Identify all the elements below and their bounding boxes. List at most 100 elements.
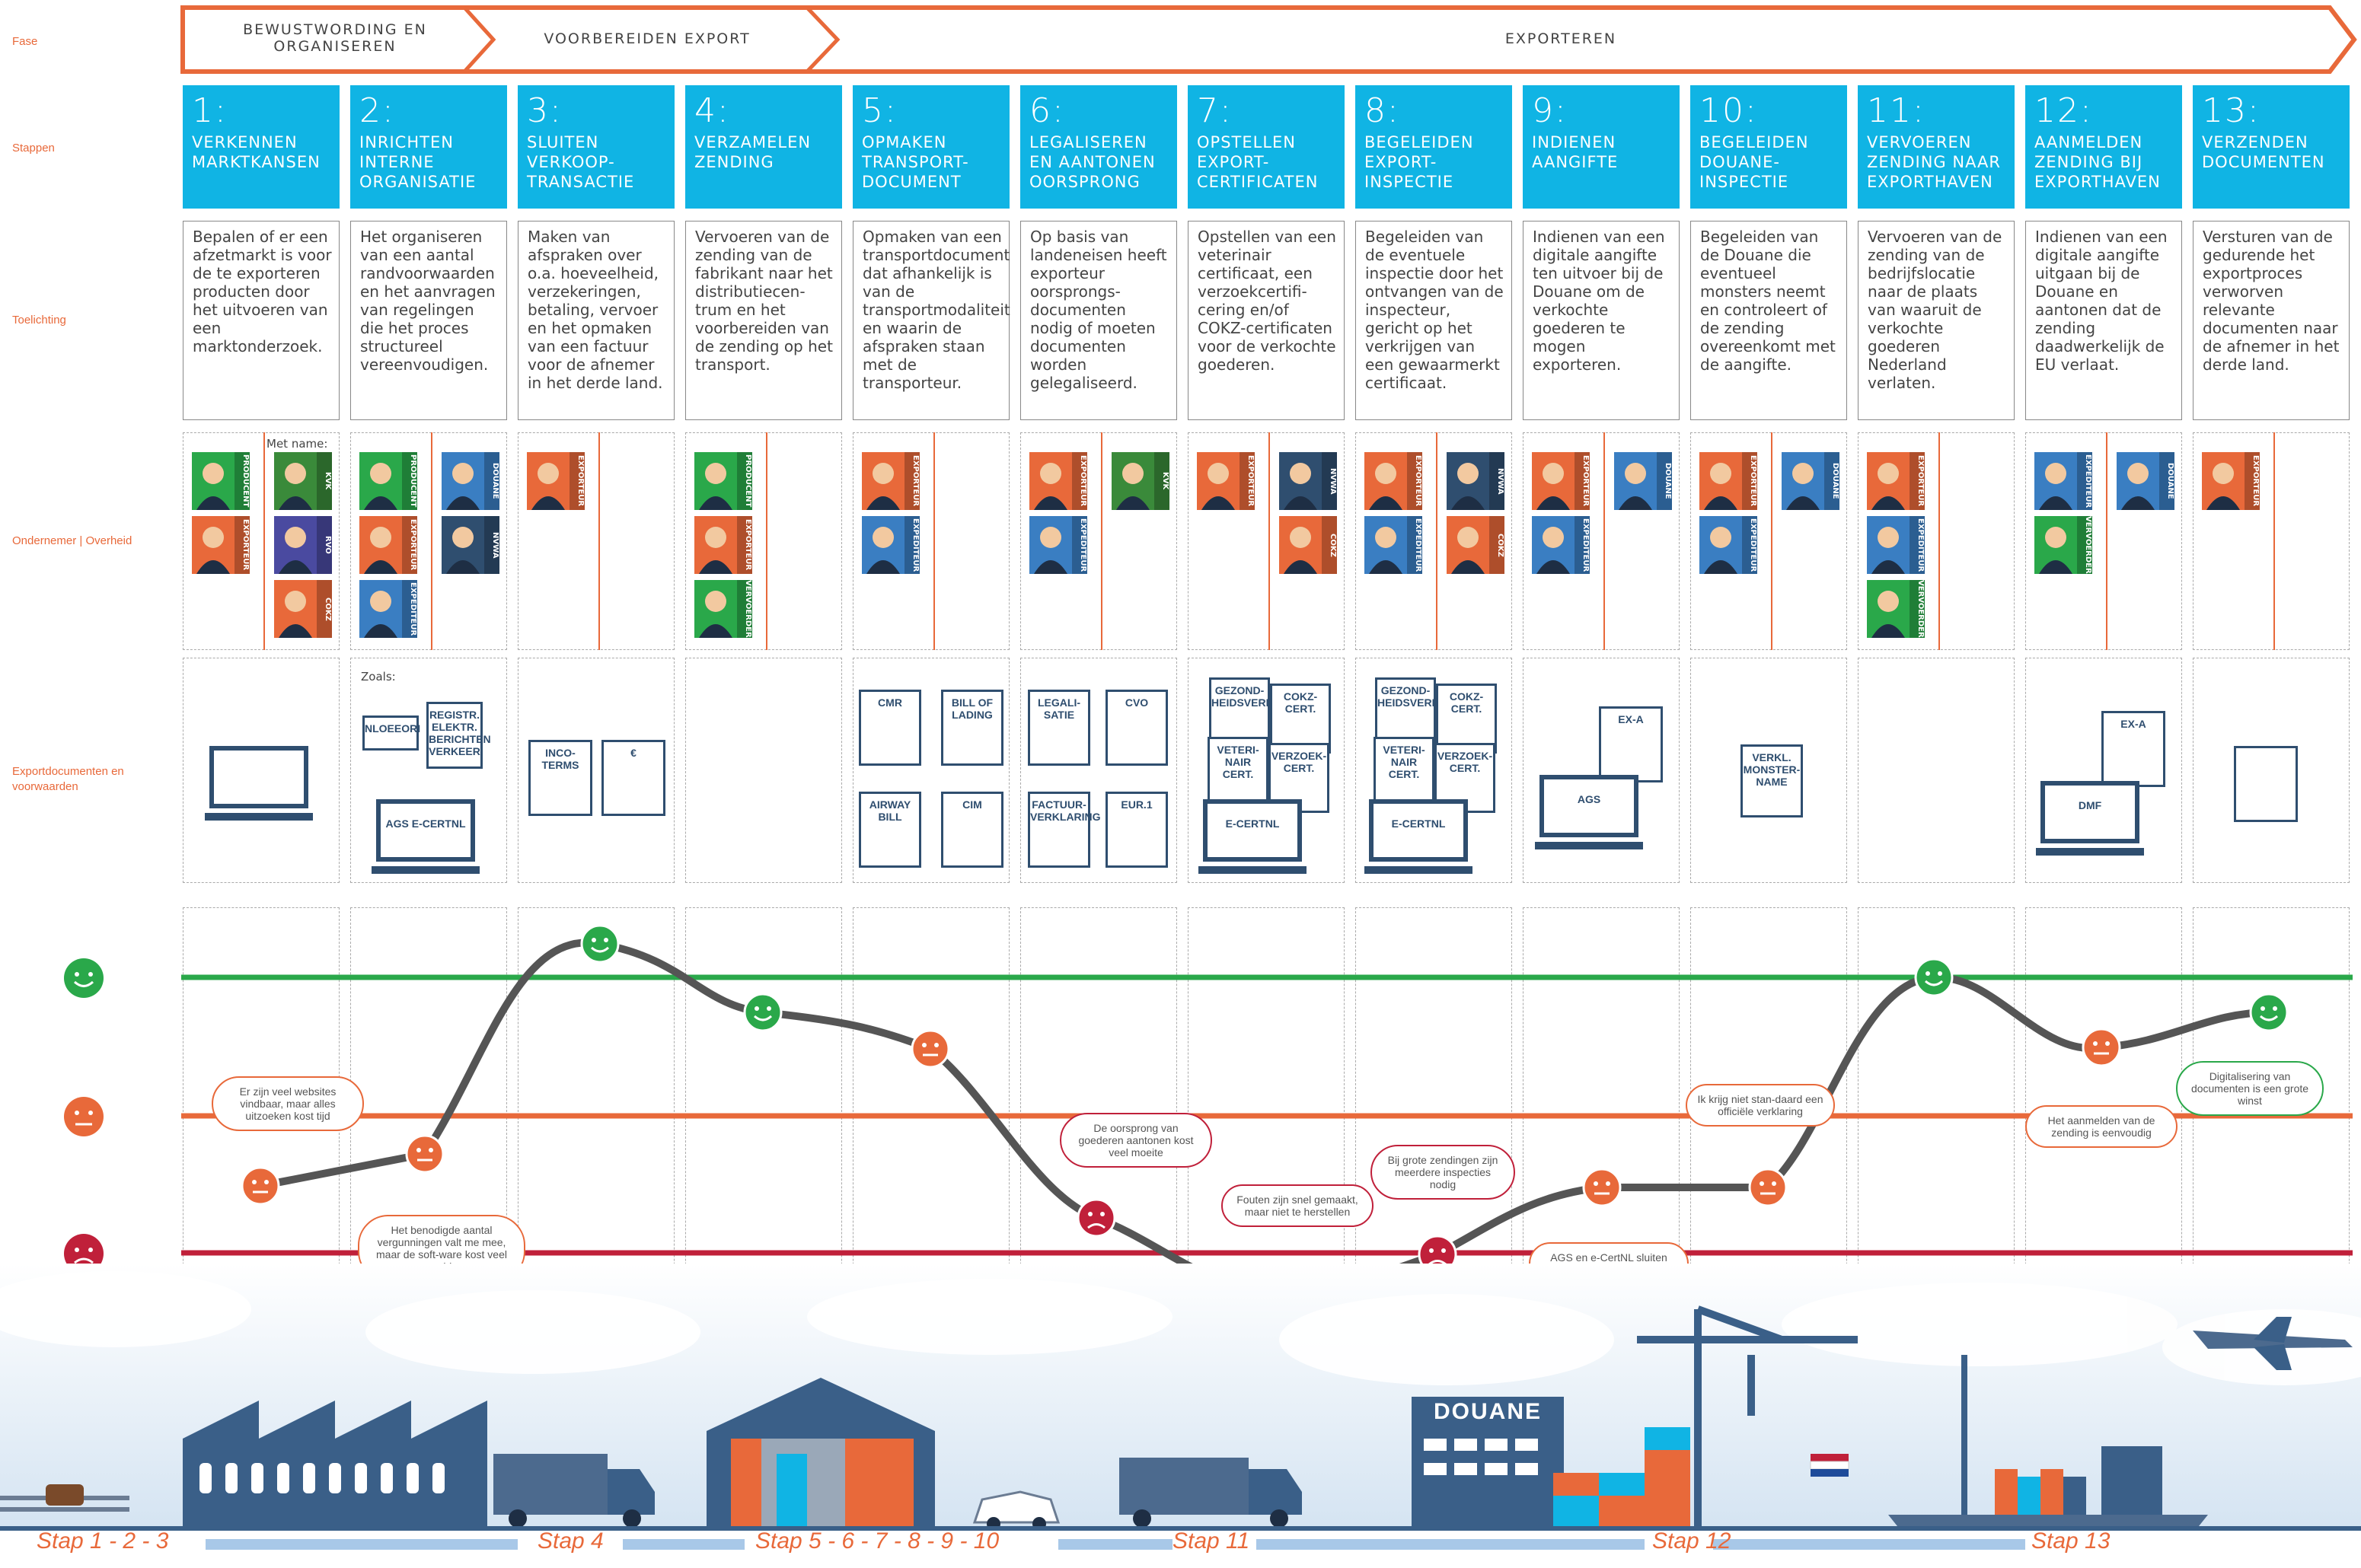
- actor-role-label: EXPORTEUR: [1742, 452, 1757, 510]
- expediteur-avatar-icon: EXPEDITEUR: [2034, 452, 2092, 510]
- sad-face-icon: [1077, 1198, 1116, 1238]
- actor-role-label: EXPEDITEUR: [1575, 516, 1590, 574]
- expediteur-avatar-icon: EXPEDITEUR: [1532, 516, 1590, 574]
- step-number: 5:: [862, 91, 898, 130]
- registr-document-icon: REGISTR. ELEKTR. BERICHTEN VERKEER: [426, 702, 491, 769]
- bubble-step12: Het aanmelden van de zending is eenvoudi…: [2025, 1105, 2178, 1148]
- actor-role-label: PRODUCENT: [235, 452, 250, 510]
- document-stack-icon: [2234, 746, 2298, 822]
- actor-role-label: EXPEDITEUR: [905, 516, 920, 574]
- truck-icon: [493, 1454, 655, 1528]
- ex_a-document-icon: EX-A: [2101, 711, 2165, 787]
- neutral-face-icon: [1582, 1168, 1622, 1207]
- actor-role-label: EXPORTEUR: [2245, 452, 2260, 510]
- actor-cell: [518, 432, 675, 650]
- document-cell: [1020, 658, 1177, 883]
- document-cell: [1355, 658, 1512, 883]
- step-title: OPSTELLEN EXPORT-CERTIFICATEN: [1197, 133, 1319, 191]
- neutral-face-icon: [64, 1097, 104, 1136]
- veterinair-document-icon: VETERI-NAIR CERT.: [1208, 737, 1268, 807]
- cmr-document-icon: CMR: [859, 690, 921, 766]
- ecertnl-monitor-icon: E-CERTNL: [1203, 799, 1302, 862]
- vervoerder-avatar-icon: VERVOERDER: [694, 580, 752, 638]
- rvo-avatar-icon: RVO: [274, 516, 332, 574]
- step-header-4: 4:VERZAMELEN ZENDING: [685, 85, 842, 209]
- actor-role-label: PRODUCENT: [402, 452, 417, 510]
- stap-label-12: Stap 12: [1652, 1528, 1731, 1554]
- happy-face-icon: [1914, 958, 1954, 997]
- cvo-document-icon: CVO: [1106, 690, 1168, 766]
- actor-divider: [1436, 432, 1437, 650]
- ags-monitor-icon: AGS: [1539, 775, 1638, 837]
- nl_eori-document-icon: NLOEEORI: [362, 715, 420, 751]
- kvk-avatar-icon: KVK: [1112, 452, 1169, 510]
- explanation-text: Indienen van een digitale aangifte ten u…: [1533, 228, 1665, 374]
- document-cell: [518, 658, 675, 883]
- step-number: 9:: [1532, 91, 1568, 130]
- explanation-text: Maken van afspraken over o.a. hoeveelhei…: [528, 228, 663, 392]
- actor-role-label: EXPORTEUR: [1240, 452, 1255, 510]
- step-explanation-10: Begeleiden van de Douane die eventueel m…: [1690, 221, 1847, 420]
- exporteur-avatar-icon: EXPORTEUR: [1532, 452, 1590, 510]
- step-explanation-7: Opstellen van een veterinair certificaat…: [1188, 221, 1345, 420]
- bubble-step10: Ik krijg niet stan-daard een officiële v…: [1686, 1084, 1835, 1127]
- vervoerder-avatar-icon: VERVOERDER: [2034, 516, 2092, 574]
- stap-label-13: Stap 13: [2031, 1528, 2111, 1554]
- actor-role-label: EXPORTEUR: [235, 516, 250, 574]
- happy-face-icon: [2249, 993, 2289, 1032]
- document-cell: [350, 658, 507, 883]
- phase-voorbereiden: VOORBEREIDEN EXPORT: [544, 30, 751, 47]
- bubble-step8: Bij grote zendingen zijn meerdere inspec…: [1370, 1145, 1515, 1200]
- step-header-6: 6:LEGALISEREN EN AANTONEN OORSPRONG: [1020, 85, 1177, 209]
- step-title: AANMELDEN ZENDING BIJ EXPORTHAVEN: [2034, 133, 2161, 191]
- step-number: 4:: [694, 91, 730, 130]
- step-header-12: 12:AANMELDEN ZENDING BIJ EXPORTHAVEN: [2025, 85, 2182, 209]
- step-explanation-9: Indienen van een digitale aangifte ten u…: [1523, 221, 1680, 420]
- stap-label-5-10: Stap 5 - 6 - 7 - 8 - 9 - 10: [755, 1528, 1000, 1554]
- douane-avatar-icon: DOUANE: [442, 452, 499, 510]
- actor-role-label: EXPORTEUR: [737, 516, 752, 574]
- airway_bill-document-icon: AIRWAY BILL: [859, 792, 921, 868]
- verkl_monster-document-icon: VERKL. MONSTER-NAME: [1740, 744, 1803, 817]
- document-cell: [1858, 658, 2015, 883]
- producent-avatar-icon: PRODUCENT: [359, 452, 417, 510]
- bubble-step6: De oorsprong van goederen aantonen kost …: [1060, 1113, 1212, 1168]
- actor-divider: [1771, 432, 1772, 650]
- actor-cell: [1188, 432, 1345, 650]
- bubble-step13: Digitalisering van documenten is een gro…: [2176, 1061, 2324, 1116]
- step-title: SLUITEN VERKOOP-TRANSACTIE: [527, 133, 635, 191]
- actor-cell: [350, 432, 507, 650]
- step-title: VERKENNEN MARKTKANSEN: [192, 133, 321, 171]
- step-explanation-13: Versturen van de gedurende het exportpro…: [2193, 221, 2350, 420]
- actor-role-label: PRODUCENT: [737, 452, 752, 510]
- exporteur-avatar-icon: EXPORTEUR: [192, 516, 250, 574]
- producent-avatar-icon: PRODUCENT: [694, 452, 752, 510]
- bill_of_lading-document-icon: BILL OF LADING: [941, 690, 1003, 766]
- expediteur-avatar-icon: EXPEDITEUR: [1364, 516, 1422, 574]
- step-title: BEGELEIDEN EXPORT-INSPECTIE: [1364, 133, 1474, 191]
- actor-role-label: EXPORTEUR: [1407, 452, 1422, 510]
- cow-icon: [46, 1484, 84, 1506]
- step-title: VERZAMELEN ZENDING: [694, 133, 812, 171]
- airplane-icon: [2193, 1317, 2353, 1370]
- monitor-stand: [2036, 848, 2144, 856]
- actor-divider: [766, 432, 767, 650]
- actor-role-label: VERVOERDER: [1910, 580, 1925, 638]
- expediteur-avatar-icon: EXPEDITEUR: [1029, 516, 1087, 574]
- happy-face-icon: [580, 924, 620, 964]
- cokz-avatar-icon: COKZ: [1279, 516, 1337, 574]
- actor-cell: [1690, 432, 1847, 650]
- explanation-text: Versturen van de gedurende het exportpro…: [2203, 228, 2340, 374]
- step-title: INRICHTEN INTERNE ORGANISATIE: [359, 133, 477, 191]
- explanation-text: Begeleiden van de eventuele inspectie do…: [1365, 228, 1504, 392]
- monitor-stand: [1364, 866, 1472, 874]
- step-explanation-6: Op basis van landeneisen heeft exporteur…: [1020, 221, 1177, 420]
- exporteur-avatar-icon: EXPORTEUR: [1364, 452, 1422, 510]
- exporteur-avatar-icon: EXPORTEUR: [1699, 452, 1757, 510]
- actor-cell: [183, 432, 340, 650]
- monitor-stand: [205, 813, 313, 821]
- monitor-stand: [1535, 842, 1643, 849]
- containers: [1553, 1427, 1690, 1526]
- eur1-document-icon: EUR.1: [1106, 792, 1168, 868]
- actor-role-label: EXPORTEUR: [1575, 452, 1590, 510]
